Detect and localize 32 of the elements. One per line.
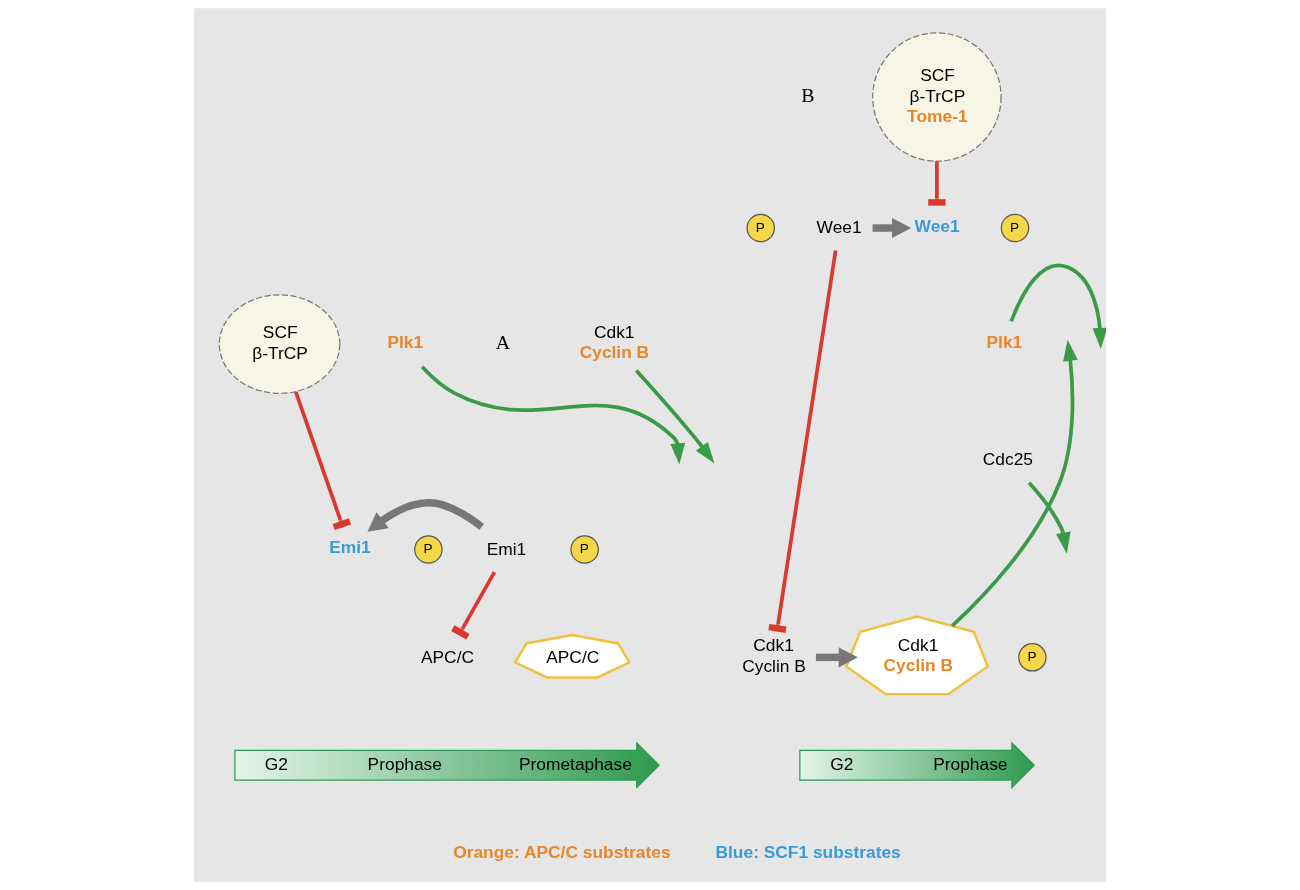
- node-circle: P: [570, 535, 599, 564]
- node-circle: P: [414, 535, 443, 564]
- arrow: [950, 339, 1078, 628]
- node-ellipse: SCF β-TrCP: [218, 294, 341, 394]
- arrow: [1009, 263, 1106, 350]
- arrow: [634, 369, 715, 464]
- legend-label: Orange: APC/C substrates: [453, 841, 671, 862]
- node-text: Emi1: [486, 538, 527, 559]
- arrow: [815, 647, 858, 668]
- node-text: Plk1: [986, 332, 1023, 353]
- node-text: Emi1: [329, 537, 371, 558]
- node-text: APC/C: [420, 646, 475, 667]
- connector: [451, 571, 497, 640]
- node-text: Cdk1 Cyclin B: [742, 635, 806, 677]
- node-text: Cdk1 Cyclin B: [579, 322, 650, 363]
- node-circle: P: [1018, 643, 1047, 672]
- node-circle: P: [1000, 213, 1030, 243]
- arrow: [1027, 481, 1071, 554]
- node-text: Plk1: [387, 332, 424, 353]
- node-text: Cdc25: [982, 449, 1033, 470]
- connector: [768, 250, 838, 633]
- node-text: Wee1: [816, 217, 862, 238]
- arrow: [367, 499, 484, 532]
- node-circle: P: [746, 213, 776, 243]
- node-text: Wee1: [914, 216, 960, 237]
- connector: [928, 161, 946, 206]
- connector: [294, 391, 352, 531]
- label: A: [495, 330, 510, 353]
- label: B: [801, 83, 815, 106]
- node-circle: SCF β-TrCP Tome-1: [872, 32, 1002, 162]
- arrow: [420, 365, 686, 465]
- legend-label: Blue: SCF1 substrates: [715, 841, 901, 862]
